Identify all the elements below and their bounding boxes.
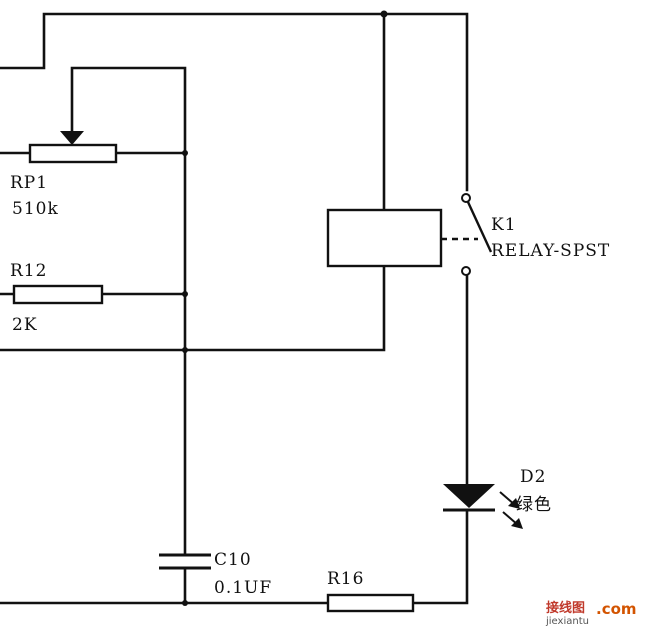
rp1-potentiometer: RP1 510k [10,131,118,219]
r12-ref-label: R12 [10,261,47,281]
d2-diode-icon [443,484,495,508]
d2-led: D2 绿色 [443,467,552,529]
wire-bottom-rail-right [411,508,469,605]
k1-relay: K1 RELAY-SPST [326,193,610,276]
rp1-ref-label: RP1 [10,173,48,193]
r16-ref-label: R16 [327,569,364,589]
junction-r12 [182,291,188,297]
rp1-body [28,143,118,164]
k1-coil [326,208,443,268]
k1-ref-label: K1 [491,215,517,235]
watermark: 接线图 .com jiexiantu [545,600,637,627]
rp1-wiper-arrow-icon [60,131,84,145]
k1-value-label: RELAY-SPST [491,241,610,261]
k1-lower-contact [461,266,471,276]
watermark-domain: .com [596,600,637,618]
r16-resistor: R16 [326,569,415,613]
watermark-pinyin: jiexiantu [545,616,589,627]
wire-relay-coil-bottom [0,264,386,352]
watermark-brand: 接线图 [546,600,585,616]
junctions [182,10,388,606]
junction-rp1 [182,150,188,156]
d2-light-arrow-2-icon [511,518,523,529]
c10-value-label: 0.1UF [214,578,272,598]
k1-switch-blade [466,201,493,253]
k1-upper-contact [461,193,471,203]
d2-ref-label: D2 [520,467,546,487]
r12-resistor: R12 2K [10,261,104,335]
rp1-value-label: 510k [12,199,59,219]
d2-value-label: 绿色 [516,495,552,515]
r12-value-label: 2K [12,315,38,335]
c10-gap [170,556,200,567]
wire-pot-wiper [70,66,187,605]
junction-top [380,10,388,18]
r12-body [12,284,104,305]
junction-bottom [182,600,188,606]
wire-top-rail [0,12,469,192]
c10-capacitor: C10 0.1UF [159,550,272,598]
d2-light-arrow-1-icon [508,498,520,509]
c10-ref-label: C10 [214,550,252,570]
wires [0,12,469,605]
r16-body [326,593,415,613]
junction-relay-return [182,347,188,353]
